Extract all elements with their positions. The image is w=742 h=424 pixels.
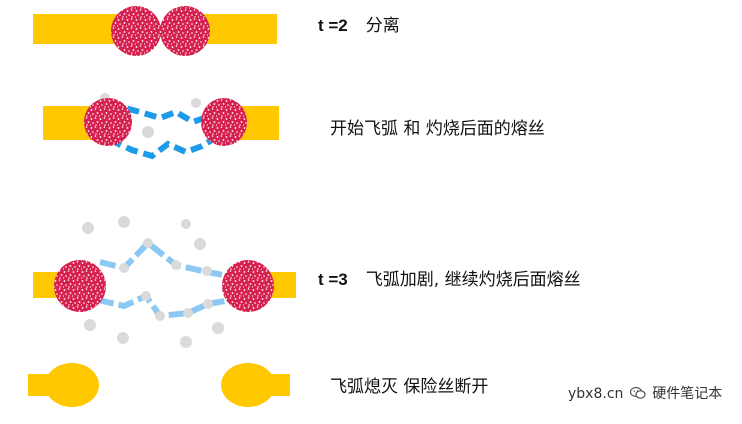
stage-2-label: 开始飞弧 和 灼烧后面的熔丝 [330,121,545,138]
watermark-account: 硬件笔记本 [652,386,723,402]
molten-blob-left [111,6,161,56]
particles [82,216,224,348]
molten-blob-left [54,260,106,312]
stage-2-caption: 开始飞弧 和 灼烧后面的熔丝 [330,119,545,139]
stage-3-label: t =3 飞弧加剧, 继续灼烧后面熔丝 [318,271,581,289]
stage-4-label: 飞弧熄灭 保险丝断开 [330,379,488,396]
stage-3-time: t =3 [318,270,348,289]
stage-1-label: t =2 分离 [318,17,400,35]
arc-path-upper [99,238,229,279]
molten-blob-right [222,260,274,312]
stage-2-arc-start [43,93,279,160]
stage-3-caption: 飞弧加剧, 继续灼烧后面熔丝 [365,270,581,290]
molten-blob-left [84,98,132,146]
stage-1-separation [33,6,277,56]
stage-1-caption: 分离 [365,16,400,36]
arc-path-upper [109,101,217,126]
solidified-end-left [45,363,99,407]
molten-blob-right [160,6,210,56]
arc-path-lower [108,129,227,160]
stage-1-time: t =2 [318,16,348,35]
wechat-icon [629,386,646,399]
arc-nodes [119,238,213,321]
watermark-site: ybx8.cn [568,386,624,402]
molten-blob-right [201,98,247,146]
stage-4-caption: 飞弧熄灭 保险丝断开 [330,377,489,397]
stage-3-arc-intensifies [33,216,296,348]
watermark: ybx8.cn 硬件笔记本 [568,386,722,401]
stage-4-fuse-open [28,363,290,407]
solidified-end-right [221,363,275,407]
